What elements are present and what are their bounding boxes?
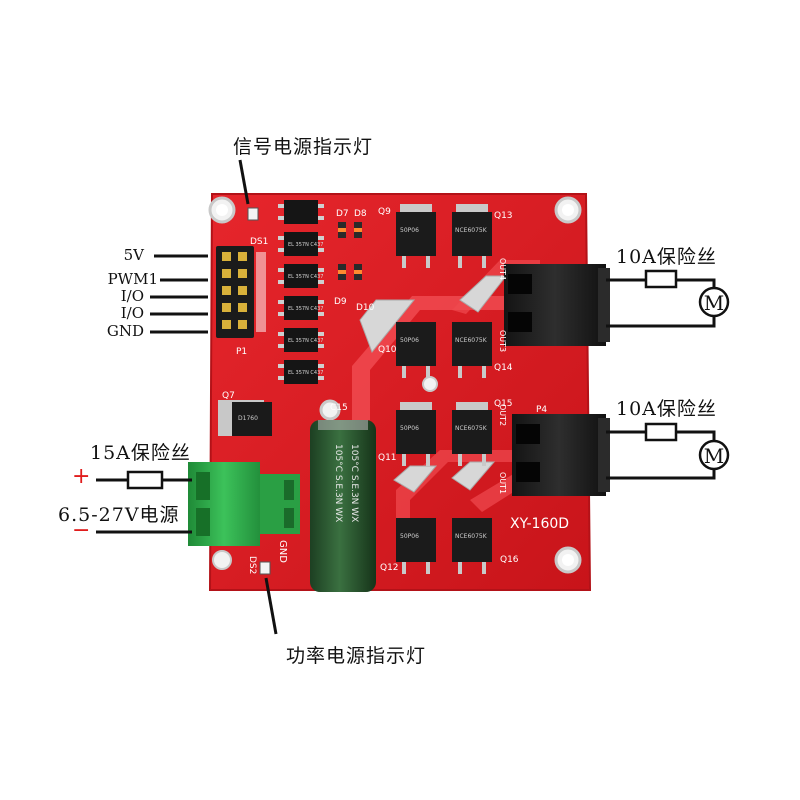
pin-header-p1 — [216, 246, 266, 338]
leader-power-led — [264, 577, 278, 635]
wiring — [96, 159, 716, 635]
silk-out4: OUT4 — [498, 258, 507, 280]
silk-ds1: DS1 — [250, 237, 268, 247]
regulator-marking: D1760 — [238, 415, 258, 422]
mosfet-marking: 50P06 — [400, 425, 419, 432]
silk-c15: C15 — [330, 403, 348, 413]
silk-q15: Q15 — [494, 399, 513, 409]
ic-marking: EL 357N C437 — [288, 370, 323, 376]
silk-q16: Q16 — [500, 555, 519, 565]
motor-circuit-top — [606, 269, 716, 328]
callout-fuse-bottom: 10A保险丝 — [616, 398, 717, 420]
regulator-q7: D1760 — [218, 400, 272, 436]
pin-label-gnd: GND — [106, 322, 144, 340]
silk-q13: Q13 — [494, 211, 513, 221]
silk-d10: D10 — [356, 303, 375, 313]
motor-bottom: M — [698, 439, 730, 471]
ic-marking: EL 357N C437 — [288, 306, 323, 312]
silk-q10: Q10 — [378, 345, 397, 355]
callout-supply-voltage: 6.5-27V电源 — [58, 504, 180, 526]
mosfets: 50P06 NCE6075K 50P06 NCE6075K 50P06 NCE6… — [396, 204, 492, 574]
mosfet-marking: NCE6075K — [455, 337, 488, 344]
mosfet-marking: 50P06 — [400, 533, 419, 540]
ic-marking: EL 357N C437 — [288, 242, 323, 248]
capacitor-marking: 105°C S.E.3N WX — [333, 444, 343, 522]
callout-signal-power-led: 信号电源指示灯 — [233, 136, 374, 158]
silk-q9: Q9 — [378, 207, 391, 217]
mosfet-marking: NCE6075K — [455, 533, 488, 540]
silk-out2: OUT2 — [498, 404, 507, 426]
power-terminal — [188, 462, 300, 546]
pin-label-5v: 5V — [123, 246, 144, 264]
pcb — [208, 193, 592, 591]
supply-minus-symbol: − — [72, 518, 91, 543]
callout-fuse-main: 15A保险丝 — [90, 442, 191, 464]
optocoupler-ics: EL 357N C437 EL 357N C437 EL 357N C437 E… — [278, 200, 324, 384]
motor-circuit-bottom — [606, 422, 716, 480]
power-supply-wiring — [96, 470, 192, 534]
motor-terminal-bottom — [512, 414, 610, 496]
board-model: XY-160D — [510, 516, 569, 532]
silk-d8: D8 — [354, 209, 367, 219]
silk-d9: D9 — [334, 297, 347, 307]
silk-q7: Q7 — [222, 391, 235, 401]
pin-label-io-2: I/O — [120, 304, 144, 322]
silk-ds2: DS2 — [247, 556, 257, 574]
silk-q12: Q12 — [380, 563, 399, 573]
silkscreen: DS1 P1 Q7 Q9 Q13 Q10 Q14 Q15 Q11 Q12 Q16… — [222, 207, 569, 574]
motor-top: M — [698, 286, 730, 318]
callout-power-led: 功率电源指示灯 — [286, 645, 427, 667]
silk-d7: D7 — [336, 209, 349, 219]
silk-p1: P1 — [236, 347, 247, 357]
mosfet-marking: 50P06 — [400, 337, 419, 344]
capacitor-marking: 105°C S.E.3N WX — [349, 444, 359, 522]
pin-label-io-1: I/O — [120, 287, 144, 305]
pin-label-pwm1: PWM1 — [107, 270, 158, 288]
supply-plus-symbol: + — [72, 464, 91, 489]
silk-q11: Q11 — [378, 453, 397, 463]
leader-signal-led — [238, 159, 250, 205]
callout-fuse-top: 10A保险丝 — [616, 246, 717, 268]
silk-q14: Q14 — [494, 363, 513, 373]
mosfet-marking: 50P06 — [400, 227, 419, 234]
silk-out3: OUT3 — [498, 330, 507, 352]
status-leds — [247, 207, 271, 575]
motor-top-label: M — [704, 291, 724, 315]
ic-marking: EL 357N C437 — [288, 338, 323, 344]
diodes — [338, 222, 362, 280]
mosfet-marking: NCE6075K — [455, 227, 488, 234]
mosfet-marking: NCE6075K — [455, 425, 488, 432]
ic-marking: EL 357N C437 — [288, 274, 323, 280]
silk-p4: P4 — [536, 405, 547, 415]
silk-gnd: GND — [277, 540, 288, 563]
silk-out1: OUT1 — [498, 472, 507, 494]
motor-bottom-label: M — [704, 444, 724, 468]
motor-terminal-top — [504, 264, 610, 346]
electrolytic-capacitor: 105°C S.E.3N WX 105°C S.E.3N WX — [310, 420, 376, 592]
